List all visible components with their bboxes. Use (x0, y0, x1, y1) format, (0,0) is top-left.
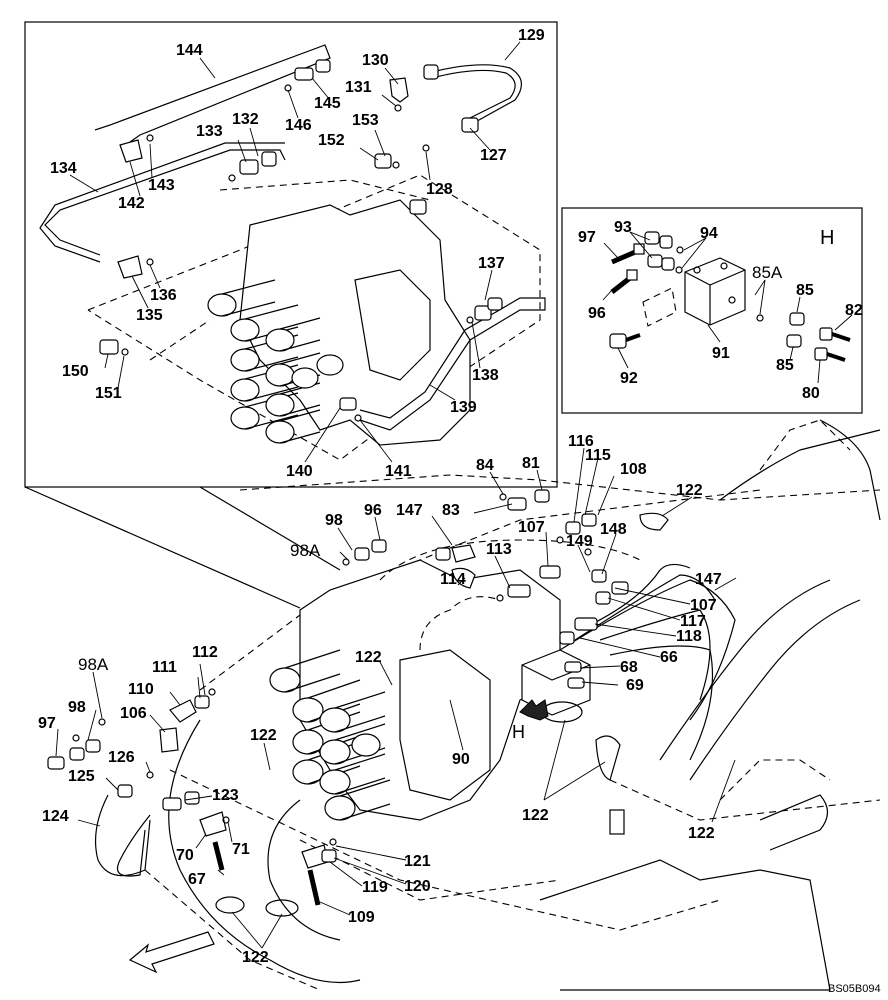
callout-109: 109 (348, 909, 375, 926)
callout-81: 81 (522, 455, 540, 472)
callout-114: 114 (440, 571, 466, 588)
spool-stack (207, 279, 344, 444)
callout-153: 153 (352, 112, 379, 129)
callout-122-mid: 122 (355, 649, 382, 666)
callout-125: 125 (68, 768, 95, 785)
callout-118: 118 (676, 628, 702, 645)
callout-130: 130 (362, 52, 389, 69)
callout-149: 149 (566, 533, 593, 550)
callout-84: 84 (476, 457, 494, 474)
callout-117: 117 (680, 613, 706, 630)
callout-69: 69 (626, 677, 644, 694)
detail-callout-94: 94 (700, 225, 718, 242)
callout-143: 143 (148, 177, 175, 194)
callout-90: 90 (452, 751, 470, 768)
callout-132: 132 (232, 111, 259, 128)
callout-133: 133 (196, 123, 223, 140)
callout-140: 140 (286, 463, 313, 480)
view-arrow-label: H (512, 722, 525, 742)
callout-98-upper: 98 (325, 512, 343, 529)
callout-68: 68 (620, 659, 638, 676)
callout-98a-left: 98A (78, 655, 109, 674)
detail-callout-85-bottom: 85 (776, 357, 794, 374)
detail-frame (561, 207, 863, 414)
callout-121: 121 (404, 853, 431, 870)
main-spool-stack (269, 649, 391, 821)
callout-122-valve: 122 (250, 727, 277, 744)
callout-108: 108 (620, 461, 647, 478)
callout-135: 135 (136, 307, 163, 324)
detail-h-view: H (561, 207, 863, 414)
callout-124: 124 (42, 808, 69, 825)
callout-107-right: 107 (690, 597, 717, 614)
inset-view: 144 130 129 131 145 146 153 133 132 152 … (24, 21, 558, 609)
callout-147-right: 147 (695, 571, 722, 588)
callout-144: 144 (176, 42, 203, 59)
detail-callout-91: 91 (712, 345, 730, 362)
callout-151: 151 (95, 385, 122, 402)
callout-126: 126 (108, 749, 135, 766)
callout-142: 142 (118, 195, 145, 212)
callout-145: 145 (314, 95, 341, 112)
drawing-code: BS05B094 (828, 983, 881, 995)
callout-147-left: 147 (396, 502, 423, 519)
callout-146: 146 (285, 117, 312, 134)
callout-83: 83 (442, 502, 460, 519)
callout-136: 136 (150, 287, 177, 304)
callout-98a-upper: 98A (290, 541, 321, 560)
callout-138: 138 (472, 367, 499, 384)
detail-callout-80: 80 (802, 385, 820, 402)
callout-67: 67 (188, 871, 206, 888)
detail-callout-85a: 85A (752, 263, 783, 282)
detail-callout-93: 93 (614, 219, 632, 236)
callout-127: 127 (480, 147, 507, 164)
callout-119: 119 (362, 879, 388, 896)
callout-122-lower-left: 122 (242, 949, 269, 966)
callout-111: 111 (152, 659, 177, 676)
callout-97: 97 (38, 715, 56, 732)
callout-122-right: 122 (688, 825, 715, 842)
callout-122-bottom: 122 (522, 807, 549, 824)
detail-callout-92: 92 (620, 370, 638, 387)
callout-134: 134 (50, 160, 77, 177)
callout-71: 71 (232, 841, 250, 858)
callout-128: 128 (426, 181, 453, 198)
callout-150: 150 (62, 363, 89, 380)
callout-112: 112 (192, 644, 218, 661)
callout-110: 110 (128, 681, 154, 698)
callout-122-top: 122 (676, 482, 703, 499)
callout-107-top: 107 (518, 519, 545, 536)
detail-callout-97: 97 (578, 229, 596, 246)
callout-148: 148 (600, 521, 627, 538)
detail-letter: H (820, 227, 834, 249)
inset-frame (24, 21, 558, 488)
callout-131: 131 (345, 79, 372, 96)
callout-137: 137 (478, 255, 505, 272)
callout-115: 115 (585, 447, 611, 464)
detail-callout-85-top: 85 (796, 282, 814, 299)
callout-152: 152 (318, 132, 345, 149)
detail-callout-82: 82 (845, 302, 863, 319)
callout-70: 70 (176, 847, 194, 864)
callout-129: 129 (518, 27, 545, 44)
callout-116: 116 (568, 433, 594, 450)
callout-113: 113 (486, 541, 512, 558)
callout-66: 66 (660, 649, 678, 666)
callout-106: 106 (120, 705, 147, 722)
main-assembly: 116 84 81 115 108 122 98 96 147 83 107 1… (38, 419, 881, 991)
callout-120: 120 (404, 878, 431, 895)
detail-callout-96: 96 (588, 305, 606, 322)
callout-96: 96 (364, 502, 382, 519)
callout-98-left: 98 (68, 699, 86, 716)
callout-139: 139 (450, 399, 477, 416)
callout-141: 141 (385, 463, 412, 480)
callout-123: 123 (212, 787, 239, 804)
